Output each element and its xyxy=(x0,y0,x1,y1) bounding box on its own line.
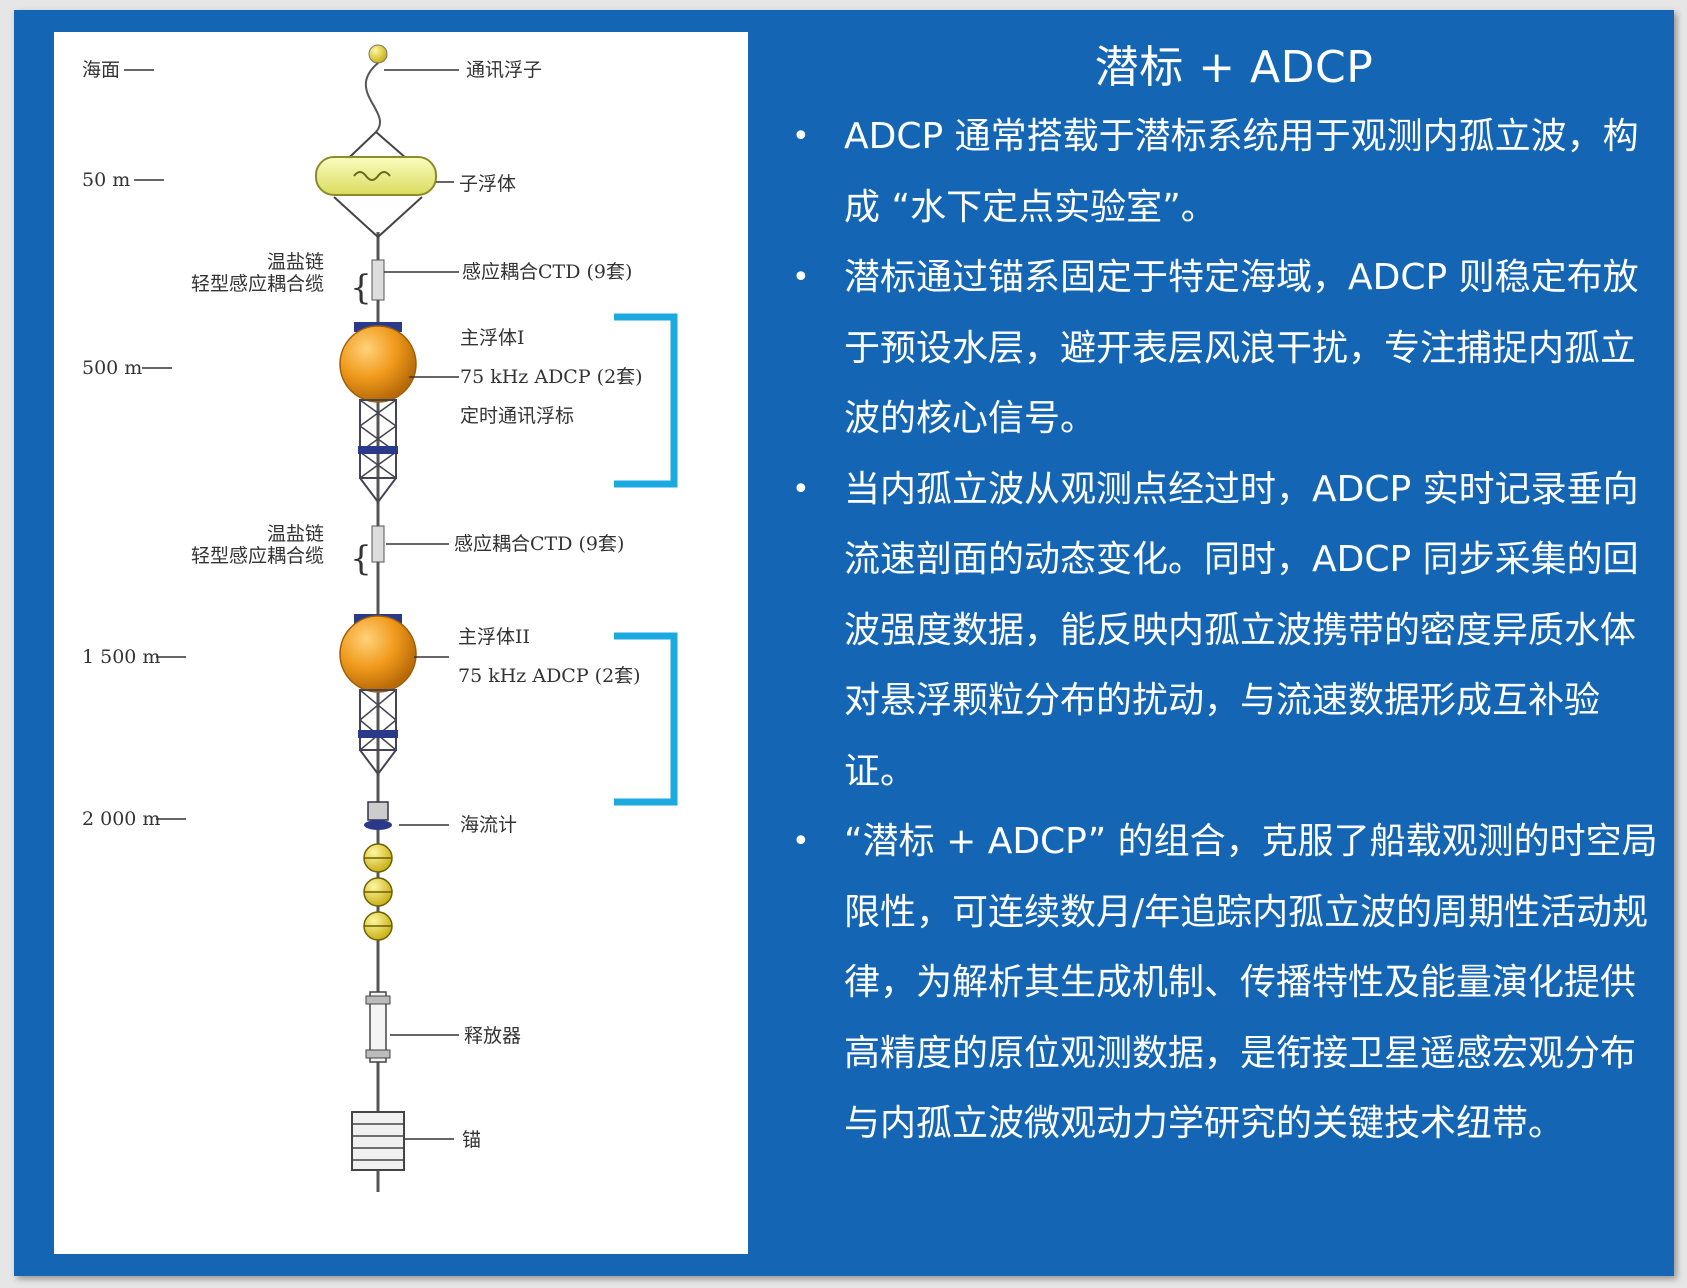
adcp-bracket-2 xyxy=(614,632,678,806)
label-adcp-1: 75 kHz ADCP (2套) xyxy=(460,366,643,388)
bullet-item: • 当内孤立波从观测点经过时，ADCP 实时记录垂向流速剖面的动态变化。同时，A… xyxy=(774,455,1664,808)
depth-label-500m: 500 m xyxy=(82,357,142,379)
label-release: 释放器 xyxy=(464,1025,521,1047)
label-main-float-2: 主浮体II xyxy=(458,626,530,648)
bullet-item: • 潜标通过锚系固定于特定海域，ADCP 则稳定布放于预设水层，避开表层风浪干扰… xyxy=(774,243,1664,455)
ctd-chain-1-icon: { xyxy=(350,259,385,308)
acoustic-release-icon xyxy=(365,991,391,1063)
label-ctd-2: 感应耦合CTD (9套) xyxy=(454,533,624,555)
comm-buoy-icon xyxy=(333,44,423,173)
ctd-chain-2-icon: { xyxy=(350,525,385,579)
adcp-bracket-1 xyxy=(614,313,678,488)
label-inductive-cable-2: 轻型感应耦合缆 xyxy=(191,545,324,567)
bullet-item: • ADCP 通常搭载于潜标系统用于观测内孤立波，构成 “水下定点实验室”。 xyxy=(774,102,1664,243)
main-float-1-icon xyxy=(339,322,417,504)
label-ts-chain-1: 温盐链 xyxy=(267,251,324,273)
slide: { { xyxy=(14,10,1674,1276)
mooring-diagram: { { xyxy=(54,32,748,1254)
slide-title: 潜标 + ADCP xyxy=(1094,42,1374,93)
bullet-text: “潜标 + ADCP” 的组合，克服了船载观测的时空局限性，可连续数月/年追踪内… xyxy=(844,821,1658,1144)
label-current-meter: 海流计 xyxy=(460,814,517,836)
text-panel: 潜标 + ADCP • ADCP 通常搭载于潜标系统用于观测内孤立波，构成 “水… xyxy=(774,38,1664,1248)
label-main-float-1: 主浮体I xyxy=(460,327,525,349)
label-anchor: 锚 xyxy=(462,1129,481,1151)
glass-float-balls-icon xyxy=(363,843,393,941)
label-adcp-2: 75 kHz ADCP (2套) xyxy=(458,665,641,687)
bullet-item: • “潜标 + ADCP” 的组合，克服了船载观测的时空局限性，可连续数月/年追… xyxy=(774,807,1664,1160)
depth-label-sea-surface: 海面 xyxy=(82,59,120,81)
bullet-dot: • xyxy=(792,119,810,154)
bullet-dot: • xyxy=(792,471,810,507)
bullet-dot: • xyxy=(792,824,810,859)
label-timed-beacon: 定时通讯浮标 xyxy=(460,405,574,427)
depth-label-50m: 50 m xyxy=(82,169,130,191)
bullet-text: ADCP 通常搭载于潜标系统用于观测内孤立波，构成 “水下定点实验室”。 xyxy=(844,116,1639,228)
label-inductive-cable-1: 轻型感应耦合缆 xyxy=(191,273,324,295)
anchor-weight-icon xyxy=(351,1111,405,1171)
label-ts-chain-2: 温盐链 xyxy=(267,523,324,545)
svg-text:{: { xyxy=(350,539,372,579)
label-sub-float: 子浮体 xyxy=(459,173,516,195)
sub-float-icon xyxy=(315,156,437,239)
bullet-list: • ADCP 通常搭载于潜标系统用于观测内孤立波，构成 “水下定点实验室”。 •… xyxy=(774,102,1664,1160)
current-meter-icon xyxy=(364,801,392,830)
depth-label-1500m: 1 500 m xyxy=(82,646,160,668)
bullet-text: 潜标通过锚系固定于特定海域，ADCP 则稳定布放于预设水层，避开表层风浪干扰，专… xyxy=(844,257,1639,439)
label-ctd-1: 感应耦合CTD (9套) xyxy=(462,261,632,283)
bullet-text: 当内孤立波从观测点经过时，ADCP 实时记录垂向流速剖面的动态变化。同时，ADC… xyxy=(844,468,1639,792)
main-float-2-icon xyxy=(339,614,417,776)
svg-text:{: { xyxy=(350,268,372,308)
depth-label-2000m: 2 000 m xyxy=(82,808,160,830)
label-comm-buoy: 通讯浮子 xyxy=(466,59,542,81)
bullet-dot: • xyxy=(792,260,810,295)
